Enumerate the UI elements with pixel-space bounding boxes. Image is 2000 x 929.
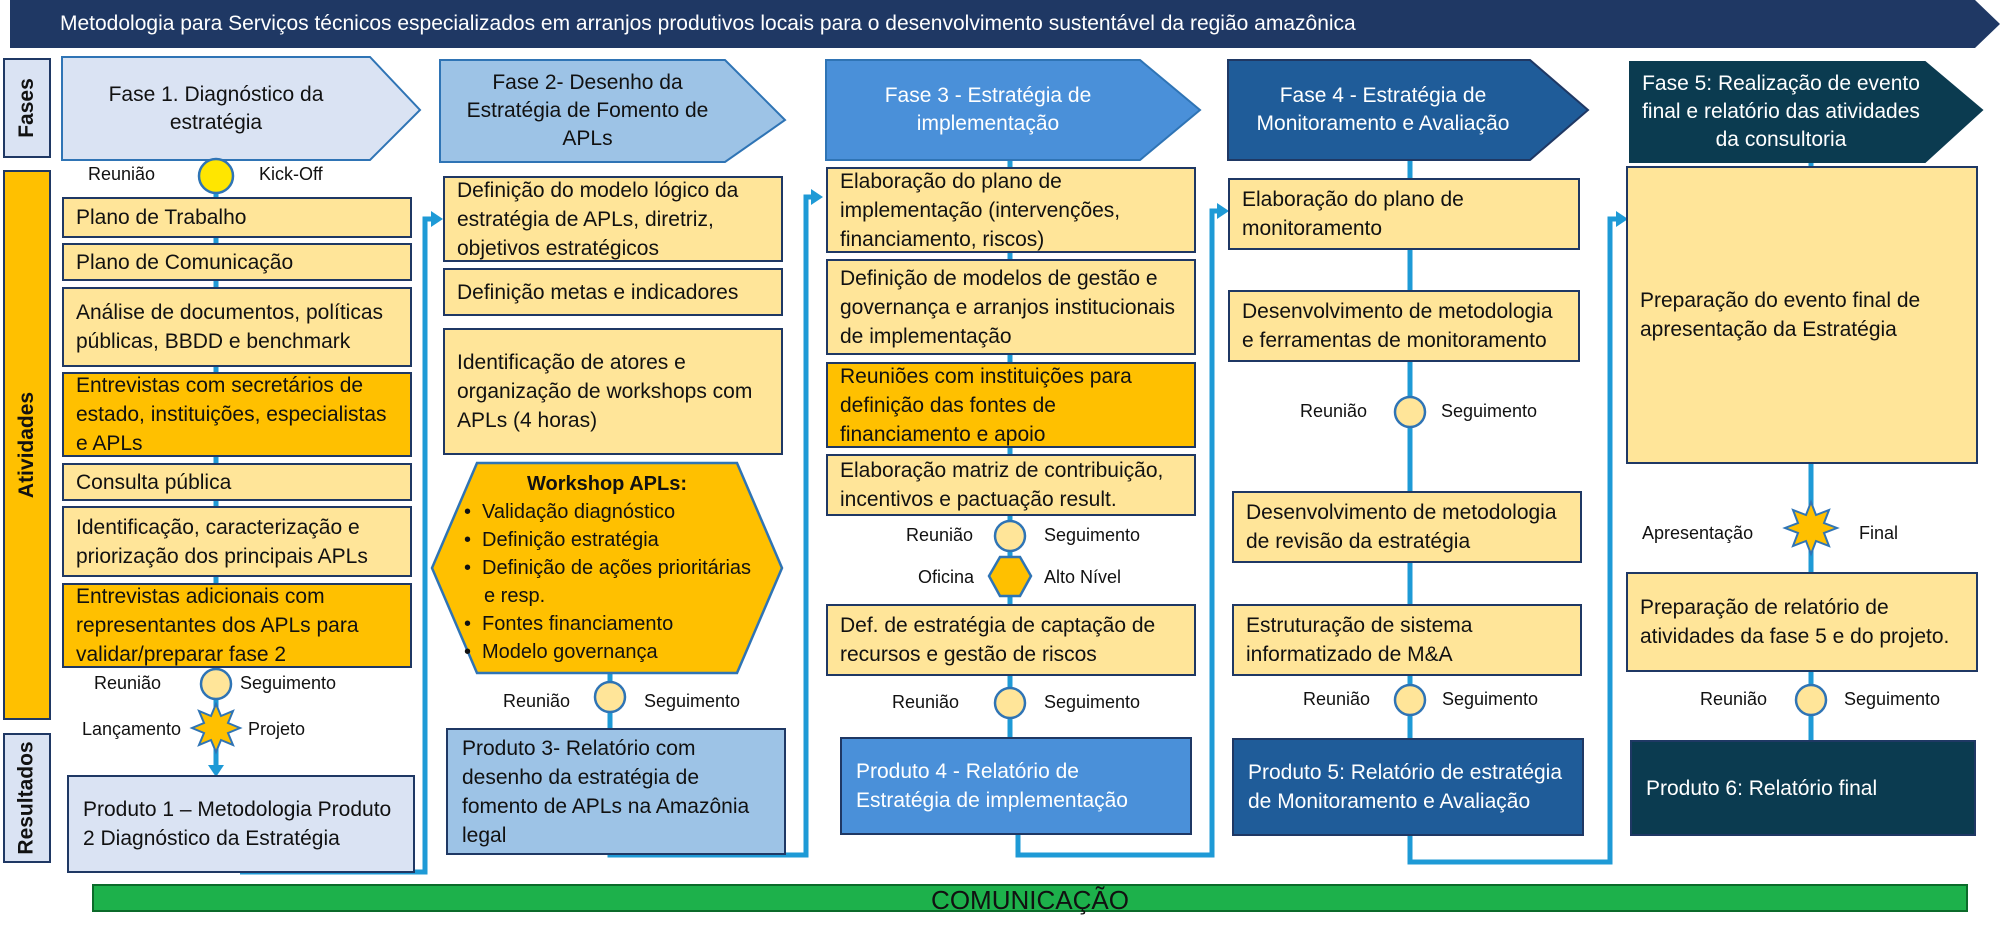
fase3-oficina-left-label: Oficina: [918, 567, 975, 587]
fase1-activity-consulta-publica: Consulta pública: [62, 463, 412, 501]
fase2-activity-modelo-logico: Definição do modelo lógico da estratégia…: [443, 176, 783, 262]
fase5-product: Produto 6: Relatório final: [1630, 740, 1976, 836]
fase3-activity-plano-implementacao: Elaboração do plano de implementação (in…: [826, 167, 1196, 253]
fase1-activity-identificacao: Identificação, caracterização e prioriza…: [62, 506, 412, 577]
fase1-kickoff-right-label: Kick-Off: [259, 164, 323, 184]
fase3-activity-modelos-gestao: Definição de modelos de gestão e governa…: [826, 259, 1196, 355]
fase3-oficina-right-label: Alto Nível: [1044, 567, 1122, 587]
fase3-product: Produto 4 - Relatório de Estratégia de i…: [840, 737, 1192, 835]
fase1-arrowhead: [208, 765, 224, 777]
fase3-oficina-hexagon: [987, 555, 1033, 598]
fase5-entry-arrowhead: [1616, 211, 1628, 227]
workshop-item: Validação diagnóstico: [482, 498, 752, 526]
fase4-meeting2-right-label: Seguimento: [1442, 689, 1539, 709]
fase5-present-left-label: Apresentação: [1642, 523, 1754, 543]
fase1-launch-star: [189, 701, 243, 755]
fase3-title: Fase 3 - Estratégia de implementação: [884, 84, 1092, 135]
fase5-activity-relatorio: Preparação de relatório de atividades da…: [1626, 572, 1978, 672]
fase1-kickoff-left-label: Reunião: [88, 164, 156, 184]
fase3-meeting2-marker: [993, 686, 1027, 720]
workshop-item: Definição estratégia: [482, 526, 752, 554]
workshop-item: Definição de ações prioritárias e resp.: [482, 554, 752, 610]
comunicacao-bar: COMUNICAÇÃO: [92, 884, 1968, 915]
fase4-meeting1-marker: [1393, 395, 1427, 429]
fase4-activity-plano-monitoramento: Elaboração do plano de monitoramento: [1228, 178, 1580, 250]
fase2-entry-arrowhead: [431, 211, 443, 227]
fase5-activity-evento: Preparação do evento final de apresentaç…: [1626, 166, 1978, 464]
sidebar-resultados: Resultados: [3, 733, 51, 863]
fase1-meeting-right-label: Seguimento: [240, 673, 337, 693]
workshop-list: Validação diagnóstico Definição estratég…: [462, 498, 752, 666]
fase5-title: Fase 5: Realização de evento final e rel…: [1642, 72, 1920, 151]
fase1-meeting-marker: [199, 667, 233, 701]
fase1-launch-right-label: Projeto: [248, 719, 306, 739]
fase4-meeting1-left-label: Reunião: [1300, 401, 1368, 421]
fase4-activity-sistema: Estruturação de sistema informatizado de…: [1232, 604, 1582, 676]
fase3-chevron: [825, 59, 1202, 161]
fase2-activity-metas: Definição metas e indicadores: [443, 268, 783, 316]
fase3-activity-captacao: Def. de estratégia de captação de recurs…: [826, 604, 1196, 676]
fase1-product: Produto 1 – Metodologia Produto 2 Diagnó…: [67, 775, 415, 873]
fase3-meeting1-left-label: Reunião: [906, 525, 974, 545]
kickoff-marker: [197, 157, 235, 195]
fase5-meeting-right-label: Seguimento: [1844, 689, 1941, 709]
sidebar-fases: Fases: [3, 58, 51, 158]
workshop-content: Workshop APLs: Validação diagnóstico Def…: [462, 470, 752, 666]
fase4-to-fase5-connector: [1407, 216, 1617, 865]
fase2-meeting-marker: [593, 680, 627, 714]
fase2-meeting-right-label: Seguimento: [644, 691, 741, 711]
fase4-activity-metodologia-ferramentas: Desenvolvimento de metodologia e ferrame…: [1228, 290, 1580, 362]
fase4-entry-arrowhead: [1217, 203, 1229, 219]
page-title: Metodologia para Serviços técnicos espec…: [60, 12, 1356, 35]
fase3-meeting1-marker: [993, 519, 1027, 553]
fase1-activity-entrevistas: Entrevistas com secretários de estado, i…: [62, 372, 412, 457]
fase2-activity-atores: Identificação de atores e organização de…: [443, 328, 783, 455]
sidebar-atividades-label: Atividades: [15, 391, 39, 499]
fase2-title: Fase 2- Desenho da Estratégia de Fomento…: [466, 71, 709, 150]
workshop-item: Modelo governança: [482, 638, 752, 666]
fase3-meeting1-right-label: Seguimento: [1044, 525, 1141, 545]
fase2-product: Produto 3- Relatório com desenho da estr…: [446, 728, 786, 855]
fase3-activity-reunioes: Reuniões com instituições para definição…: [826, 362, 1196, 448]
fase2-chevron: [439, 59, 787, 163]
fase1-chevron: [61, 56, 422, 161]
sidebar-atividades: Atividades: [3, 170, 51, 720]
fase1-activity-entrevistas-adicionais: Entrevistas adicionais com representante…: [62, 583, 412, 668]
fase4-chevron: [1227, 59, 1590, 161]
fase4-title: Fase 4 - Estratégia de Monitoramento e A…: [1256, 84, 1510, 135]
workshop-title: Workshop APLs:: [526, 473, 687, 495]
fase1-meeting-left-label: Reunião: [94, 673, 162, 693]
fase5-meeting-marker: [1794, 683, 1828, 717]
fase1-title: Fase 1. Diagnóstico da estratégia: [108, 82, 324, 134]
fase3-meeting2-left-label: Reunião: [892, 692, 960, 712]
fase3-to-fase4-connector: [1015, 208, 1218, 858]
fase4-meeting1-right-label: Seguimento: [1441, 401, 1538, 421]
sidebar-resultados-label: Resultados: [15, 741, 39, 855]
fase1-activity-analise: Análise de documentos, políticas pública…: [62, 287, 412, 367]
sidebar-fases-label: Fases: [15, 78, 39, 138]
fase4-meeting2-marker: [1393, 683, 1427, 717]
fase1-activity-plano-comunicacao: Plano de Comunicação: [62, 243, 412, 281]
workshop-item: Fontes financiamento: [482, 610, 752, 638]
fase4-activity-revisao: Desenvolvimento de metodologia de revisã…: [1232, 491, 1582, 563]
title-banner-shape: [10, 0, 2000, 48]
fase3-entry-arrowhead: [811, 189, 823, 205]
fase4-product: Produto 5: Relatório de estratégia de Mo…: [1232, 738, 1584, 836]
fase4-meeting2-left-label: Reunião: [1303, 689, 1371, 709]
fase1-launch-left-label: Lançamento: [82, 719, 182, 739]
comunicacao-label: COMUNICAÇÃO: [931, 885, 1129, 915]
fase3-meeting2-right-label: Seguimento: [1044, 692, 1141, 712]
fase3-activity-matriz: Elaboração matriz de contribuição, incen…: [826, 454, 1196, 516]
fase1-activity-plano-trabalho: Plano de Trabalho: [62, 197, 412, 238]
fase5-present-star: [1782, 499, 1840, 557]
fase5-meeting-left-label: Reunião: [1700, 689, 1768, 709]
fase2-meeting-left-label: Reunião: [503, 691, 571, 711]
fase5-present-right-label: Final: [1859, 523, 1899, 543]
fase5-chevron: [1629, 61, 1984, 163]
